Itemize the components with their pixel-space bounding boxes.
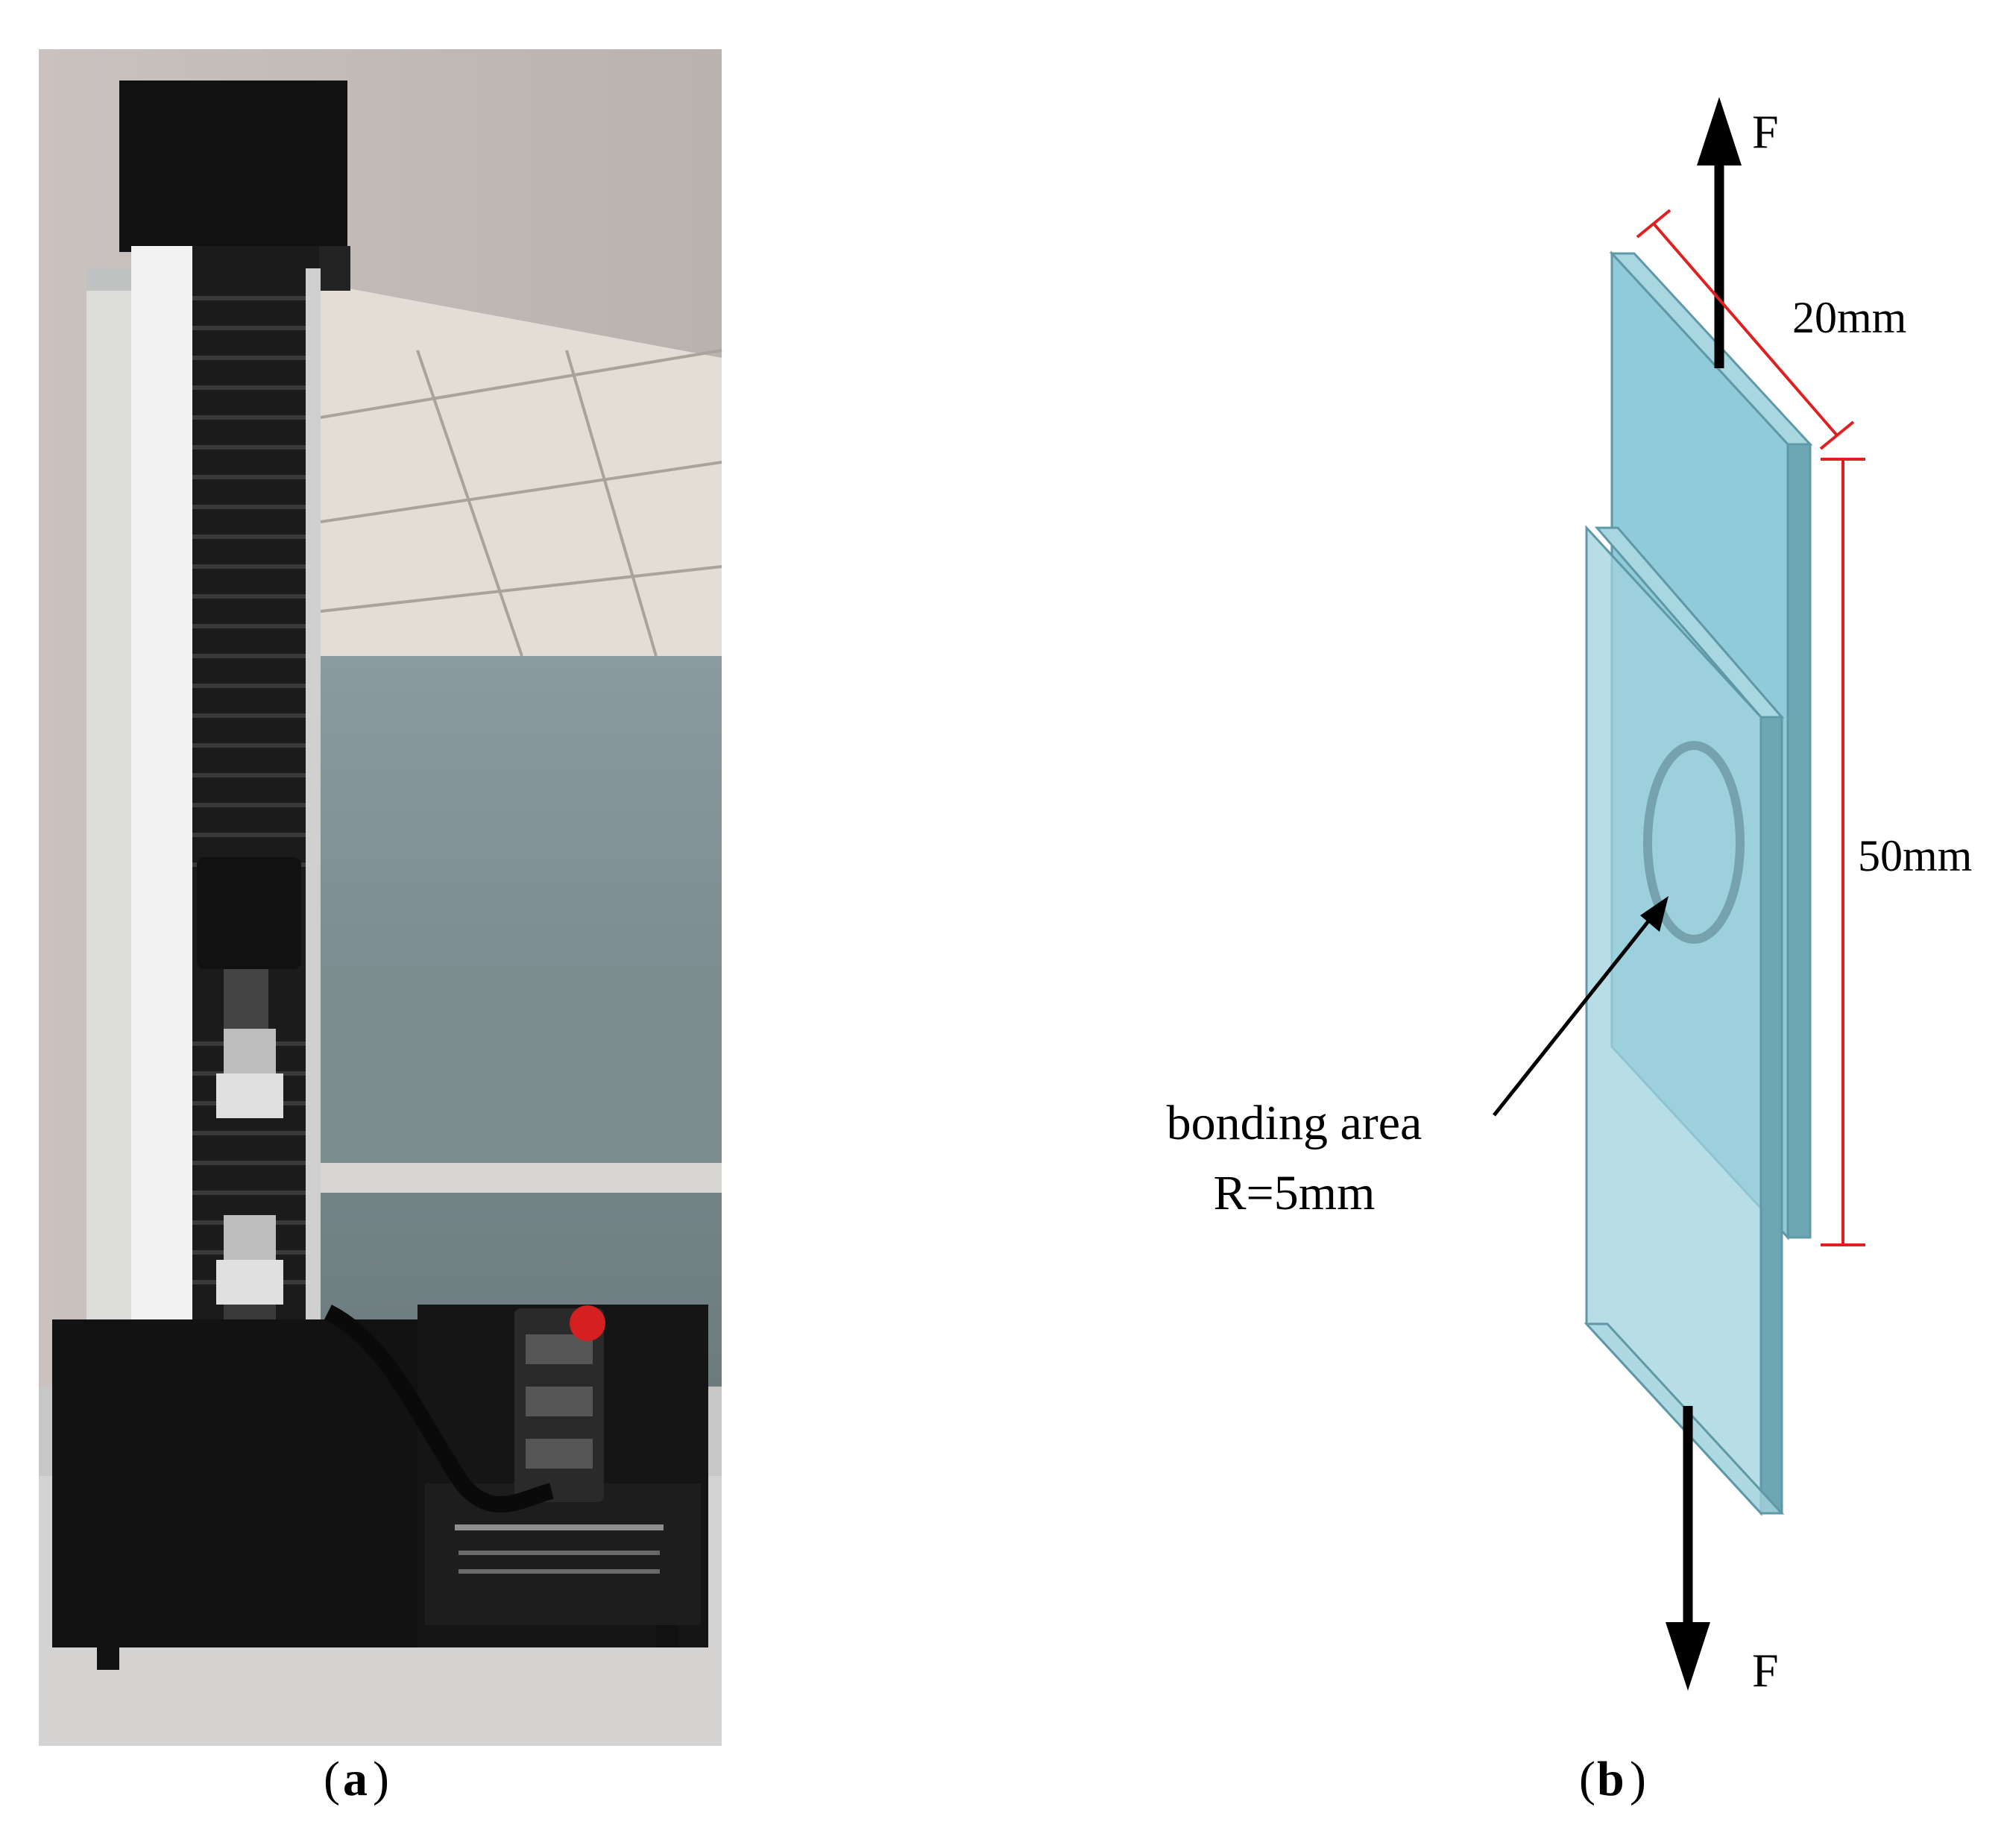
panel-a-caption-close: ) [373, 1752, 389, 1806]
width-dimension [1636, 209, 1855, 450]
panel-a-caption-letter: a [343, 1752, 368, 1806]
panel-b-caption-open: ( [1579, 1752, 1595, 1806]
force-top-label: F [1752, 105, 1779, 158]
panel-b-caption-letter: b [1597, 1752, 1625, 1806]
arrow-down-icon [1666, 1406, 1710, 1691]
arrow-up-icon [1697, 97, 1742, 368]
bonding-label-line2: R=5mm [1214, 1166, 1376, 1220]
panel-b-schematic: F F 20mm 50mm bonding area R=5mm [1167, 97, 1972, 1697]
panel-a-photo [39, 49, 722, 1746]
length-dimension [1821, 458, 1865, 1246]
front-glass-plate [1584, 525, 1785, 1516]
bonding-area-ring [1643, 741, 1745, 944]
force-bottom-label: F [1752, 1644, 1779, 1697]
panel-b-caption-close: ) [1630, 1752, 1646, 1806]
pointer-arrow-icon [1493, 896, 1669, 1117]
width-label: 20mm [1792, 293, 1906, 342]
panel-a-caption-open: ( [324, 1752, 340, 1806]
length-label: 50mm [1858, 831, 1972, 880]
bonding-label-line1: bonding area [1167, 1096, 1422, 1150]
